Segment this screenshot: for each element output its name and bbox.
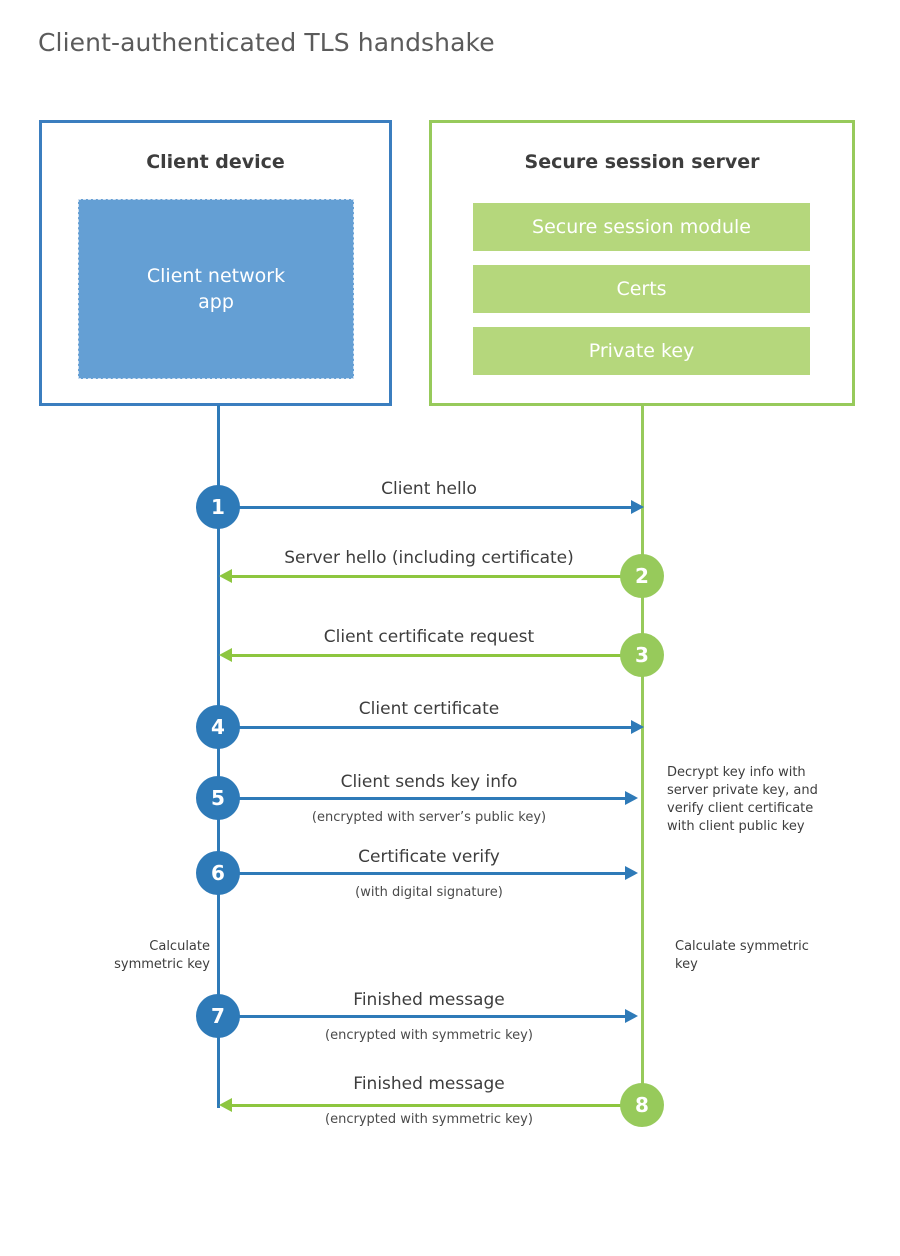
server-module-label: Certs bbox=[616, 278, 667, 300]
message-label-step-1: Client hello bbox=[381, 479, 477, 499]
message-sublabel-step-6: (with digital signature) bbox=[355, 885, 503, 900]
annotation-server-calculate-symmetric-key: Calculate symmetric key bbox=[675, 939, 809, 972]
server-module-label: Private key bbox=[588, 340, 695, 362]
message-label-step-8: Finished message bbox=[353, 1074, 505, 1094]
arrow-head-right-icon bbox=[631, 720, 644, 734]
arrow-head-left-icon bbox=[219, 648, 232, 662]
arrow-line-step-3 bbox=[224, 654, 642, 657]
arrow-line-step-5 bbox=[218, 797, 630, 800]
arrow-line-step-6 bbox=[218, 872, 630, 875]
client-device-box: Client device Client network app bbox=[39, 120, 392, 406]
step-circle-6[interactable]: 6 bbox=[196, 851, 240, 895]
server-module-label: Secure session module bbox=[532, 216, 751, 238]
message-label-step-4: Client certificate bbox=[358, 699, 500, 719]
secure-session-server-title: Secure session server bbox=[524, 151, 760, 173]
message-label-step-7: Finished message bbox=[353, 990, 505, 1010]
client-lifeline bbox=[217, 405, 220, 1108]
message-sublabel-step-7: (encrypted with symmetric key) bbox=[325, 1028, 533, 1043]
annotation-client-calculate-symmetric-key: Calculate symmetric key bbox=[114, 939, 210, 972]
message-label-step-2: Server hello (including certificate) bbox=[284, 548, 574, 568]
arrow-head-right-icon bbox=[625, 866, 638, 880]
arrow-head-right-icon bbox=[625, 1009, 638, 1023]
step-circle-3[interactable]: 3 bbox=[620, 633, 664, 677]
step-circle-4[interactable]: 4 bbox=[196, 705, 240, 749]
arrow-line-step-7 bbox=[218, 1015, 630, 1018]
annotation-server-decrypt: Decrypt key info with server private key… bbox=[667, 765, 818, 834]
arrow-head-right-icon bbox=[625, 791, 638, 805]
client-network-app-block: Client network app bbox=[78, 199, 354, 379]
arrow-head-left-icon bbox=[219, 1098, 232, 1112]
server-module-private-key: Private key bbox=[473, 327, 810, 375]
step-circle-8[interactable]: 8 bbox=[620, 1083, 664, 1127]
message-label-step-3: Client certificate request bbox=[323, 627, 535, 647]
page-title: Client-authenticated TLS handshake bbox=[38, 28, 495, 57]
arrow-head-left-icon bbox=[219, 569, 232, 583]
client-network-app-label: Client network app bbox=[146, 265, 286, 313]
server-module-secure-session-module: Secure session module bbox=[473, 203, 810, 251]
client-device-title: Client device bbox=[146, 151, 285, 173]
message-label-step-5: Client sends key info bbox=[340, 772, 518, 792]
server-lifeline bbox=[641, 405, 644, 1108]
message-sublabel-step-8: (encrypted with symmetric key) bbox=[325, 1112, 533, 1127]
step-circle-1[interactable]: 1 bbox=[196, 485, 240, 529]
arrow-line-step-8 bbox=[224, 1104, 642, 1107]
arrow-line-step-2 bbox=[224, 575, 642, 578]
step-circle-7[interactable]: 7 bbox=[196, 994, 240, 1038]
message-sublabel-step-5: (encrypted with server’s public key) bbox=[311, 810, 547, 825]
secure-session-server-box: Secure session server Secure session mod… bbox=[429, 120, 855, 406]
step-circle-5[interactable]: 5 bbox=[196, 776, 240, 820]
message-label-step-6: Certificate verify bbox=[358, 847, 500, 867]
step-circle-2[interactable]: 2 bbox=[620, 554, 664, 598]
server-module-certs: Certs bbox=[473, 265, 810, 313]
arrow-head-right-icon bbox=[631, 500, 644, 514]
arrow-line-step-1 bbox=[218, 506, 636, 509]
arrow-line-step-4 bbox=[218, 726, 636, 729]
